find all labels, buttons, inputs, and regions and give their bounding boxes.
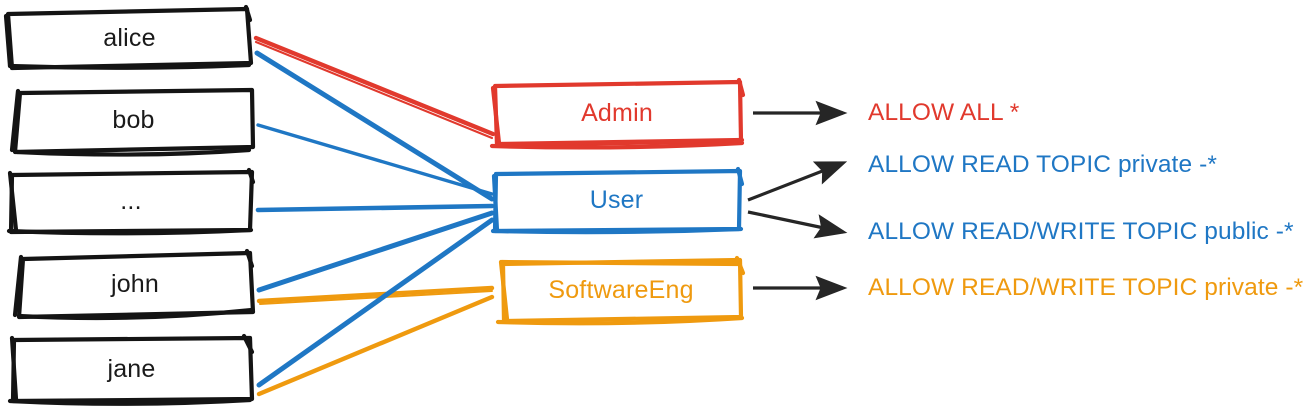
user-box-bob[interactable] [9, 87, 256, 157]
permission-label-read-topic-private: ALLOW READ TOPIC private -* [868, 151, 1217, 178]
user-box-ellipsis[interactable] [6, 167, 256, 236]
link-alice-user [254, 50, 495, 202]
permission-label-readwrite-topic-private: ALLOW READ/WRITE TOPIC private -* [868, 274, 1304, 301]
user-box-john[interactable] [12, 248, 256, 321]
user-box-alice[interactable] [3, 4, 254, 71]
permission-label-readwrite-topic-public: ALLOW READ/WRITE TOPIC public -* [868, 218, 1294, 245]
link-ellipsis-user [255, 203, 495, 213]
arrow-user-to-perm-readwrite-public [747, 210, 848, 239]
link-jane-user [256, 217, 495, 388]
arrow-user-to-perm-read-private [747, 161, 848, 202]
link-john-softwareeng [256, 285, 495, 305]
permission-label-allow-all: ALLOW ALL * [868, 99, 1020, 126]
link-john-user [256, 210, 495, 293]
link-alice-admin [253, 35, 496, 140]
role-box-softwareeng[interactable] [495, 255, 746, 326]
link-bob-user [256, 123, 494, 196]
role-box-admin[interactable] [489, 77, 746, 150]
role-box-user[interactable] [490, 166, 745, 235]
user-box-jane[interactable] [7, 333, 255, 406]
link-jane-softwareeng [256, 294, 495, 397]
